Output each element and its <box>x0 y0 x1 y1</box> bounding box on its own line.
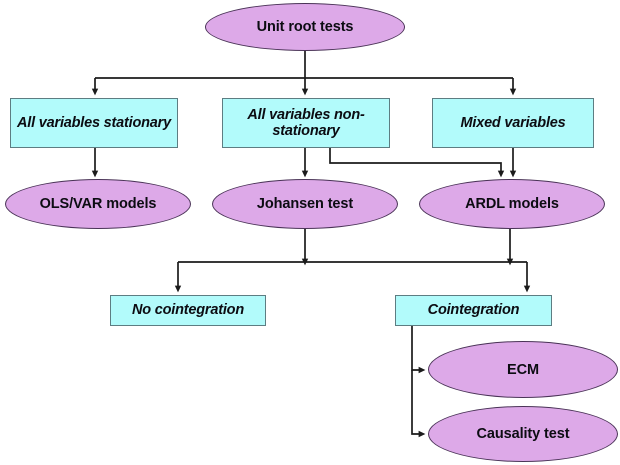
node-ols-var-models[interactable]: OLS/VAR models <box>5 179 191 229</box>
node-ecm[interactable]: ECM <box>428 341 618 398</box>
node-label: No cointegration <box>132 302 244 319</box>
node-ardl-models[interactable]: ARDL models <box>419 179 605 229</box>
node-label: Causality test <box>476 426 570 442</box>
node-all-variables-stationary[interactable]: All variables stationary <box>10 98 178 148</box>
node-cointegration[interactable]: Cointegration <box>395 295 552 326</box>
node-label: ECM <box>507 361 539 378</box>
edge-nonstationary-to-ardl <box>329 148 505 178</box>
node-label: Mixed variables <box>460 114 566 131</box>
edge-cointegration-to-causality <box>411 370 426 438</box>
node-no-cointegration[interactable]: No cointegration <box>110 295 266 326</box>
node-label: Unit root tests <box>256 19 354 35</box>
node-causality-test[interactable]: Causality test <box>428 406 618 462</box>
node-label: OLS/VAR models <box>39 196 157 212</box>
node-label: Johansen test <box>256 196 354 212</box>
node-johansen-test[interactable]: Johansen test <box>212 179 398 229</box>
node-label: All variables stationary <box>17 114 171 131</box>
node-unit-root-tests[interactable]: Unit root tests <box>205 3 405 51</box>
node-label: Cointegration <box>427 302 520 319</box>
node-all-variables-non-stationary[interactable]: All variables non-stationary <box>222 98 390 148</box>
edge-cointegration-to-ecm <box>411 326 426 374</box>
node-label: ARDL models <box>465 196 559 212</box>
node-label: All variables non-stationary <box>247 106 365 139</box>
node-mixed-variables[interactable]: Mixed variables <box>432 98 594 148</box>
